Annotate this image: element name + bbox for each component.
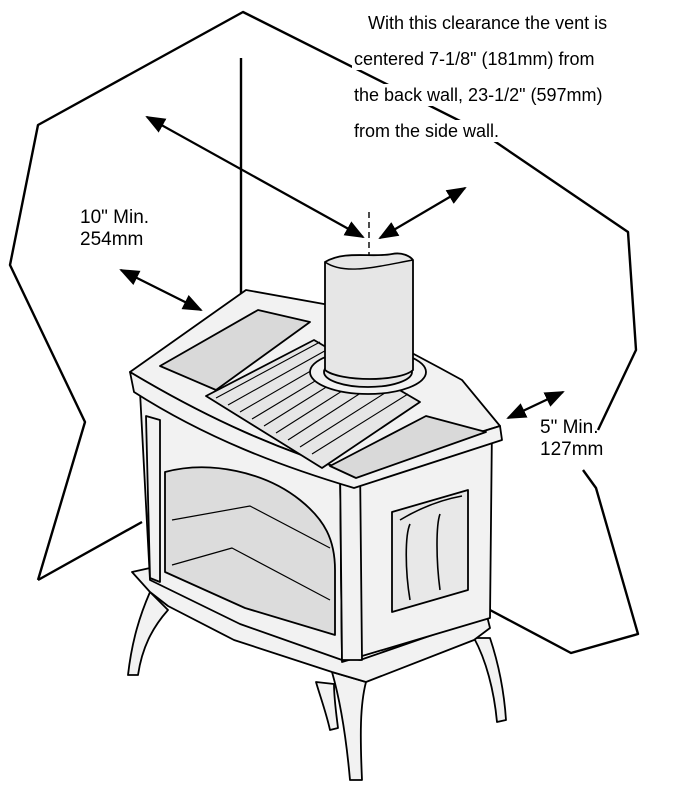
arrow-right-clearance [506, 391, 565, 419]
arrow-side-wall [378, 186, 467, 240]
wall-outline [8, 10, 640, 655]
arrow-back-wall [145, 116, 365, 238]
stove-top-panel-left [159, 309, 311, 391]
flue-pipe-top [324, 259, 414, 270]
left-clearance-mm: 254mm [80, 229, 144, 250]
stove-front-column-left [145, 415, 161, 583]
grill-slat [311, 393, 409, 455]
right-clearance-label: 5" Min. 127mm [540, 417, 603, 461]
left-clearance-label: 10" Min. 254mm [80, 207, 149, 251]
stove-leg-left-back [315, 681, 339, 731]
stove-corner-column [339, 461, 363, 661]
stove-side-handle-1 [405, 523, 411, 601]
grill-slat [215, 341, 321, 399]
lower-left-wall-outline [37, 520, 143, 582]
right-clearance-mm: 127mm [540, 439, 604, 460]
stove-flue [309, 252, 427, 395]
right-wall-outline [489, 469, 640, 655]
flue-pipe [324, 252, 414, 380]
grill-slat [299, 385, 397, 448]
stove-side-handle-top [399, 495, 463, 521]
grill-slat [227, 347, 331, 406]
right-clearance-inches: 5" Min. [540, 417, 599, 438]
stove-glass-door [164, 466, 336, 636]
arrow-left-clearance [119, 269, 203, 311]
stove-leg-right-front [473, 637, 507, 723]
stove-side-handle-2 [436, 513, 441, 591]
stove-leg-left-front [127, 591, 169, 676]
stove-glass-inner [171, 505, 331, 549]
dimension-arrows [119, 116, 565, 419]
stove-side-panel [391, 489, 469, 613]
left-wall-outline [8, 10, 638, 581]
vent-note-line-3: the back wall, 23-1/2" (597mm) [352, 84, 605, 106]
vent-note-line-1: With this clearance the vent is [366, 12, 610, 34]
stove-top-panel-right [329, 415, 487, 479]
stove-glass-floor [171, 547, 331, 601]
left-clearance-inches: 10" Min. [80, 207, 150, 228]
vent-note-line-2: centered 7-1/8" (181mm) from [352, 48, 597, 70]
vent-note-line-4: from the side wall. [352, 120, 502, 142]
stove-leg-center-front [331, 671, 367, 781]
